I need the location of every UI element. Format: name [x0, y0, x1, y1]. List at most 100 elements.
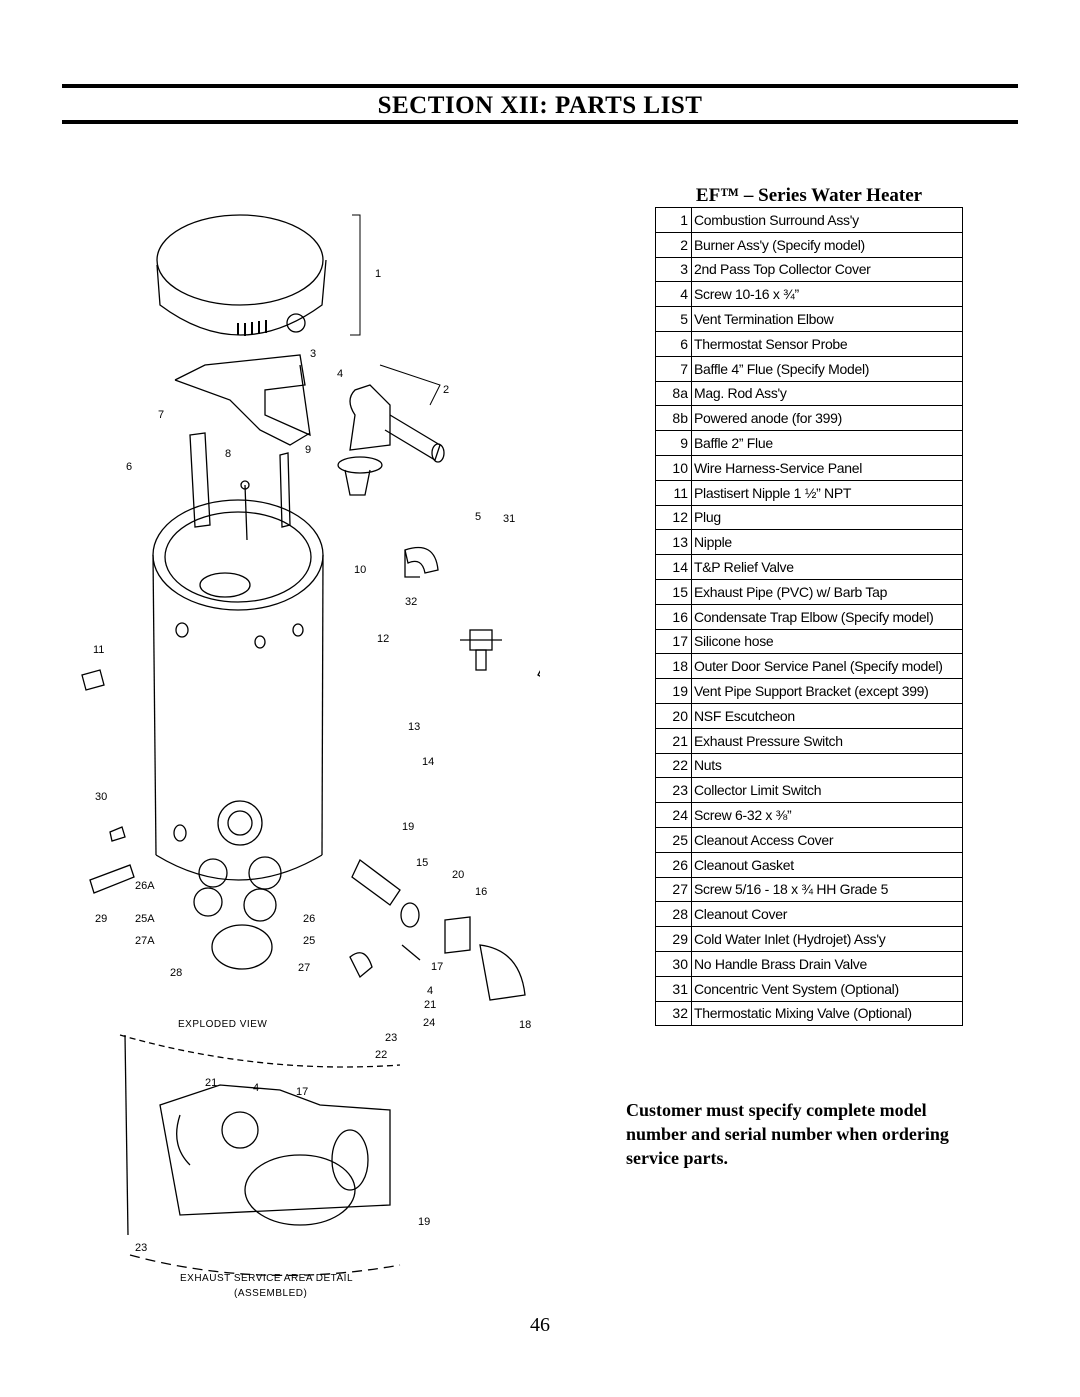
- left-fittings-drawing: [81, 669, 135, 894]
- callout-label: 22: [375, 1049, 387, 1061]
- part-number: 19: [655, 678, 692, 704]
- callout-label: 14: [422, 756, 434, 768]
- callout-label: 21: [424, 999, 436, 1011]
- part-description: Exhaust Pipe (PVC) w/ Barb Tap: [691, 578, 963, 605]
- part-number: 9: [655, 430, 692, 456]
- callout-label: 27: [298, 962, 310, 974]
- callout-label: 31: [503, 513, 515, 525]
- part-number: 7: [655, 355, 692, 382]
- part-number: 24: [655, 802, 692, 828]
- part-description: Silicone hose: [691, 628, 963, 655]
- part-description: Concentric Vent System (Optional): [691, 975, 963, 1002]
- callout-label: 20: [452, 869, 464, 881]
- page-number: 46: [530, 1314, 550, 1336]
- part-description: Screw 6-32 x ⅜”: [691, 802, 963, 828]
- part-description: Combustion Surround Ass'y: [691, 207, 963, 233]
- part-number: 4: [655, 281, 692, 308]
- callout-label: 25: [303, 935, 315, 947]
- callout-label: 26: [303, 913, 315, 925]
- callout-label: 29: [95, 913, 107, 925]
- callout-label: 4: [337, 368, 343, 380]
- part-number: 13: [655, 529, 692, 556]
- part-description: Nipple: [691, 529, 963, 556]
- callout-label: 18: [519, 1019, 531, 1031]
- top-rule: [62, 84, 1018, 88]
- callout-label: 17: [296, 1086, 308, 1098]
- concentric-vent-drawing: [537, 670, 540, 677]
- section-title: SECTION XII: PARTS LIST: [377, 92, 703, 119]
- callout-label: 1: [375, 268, 381, 280]
- callout-label: 32: [405, 596, 417, 608]
- bottom-rule: [62, 120, 1018, 124]
- part-number: 31: [655, 975, 692, 1002]
- part-number: 25: [655, 826, 692, 853]
- part-number: 30: [655, 950, 692, 977]
- callout-label: 5: [475, 511, 481, 523]
- part-description: Baffle 4” Flue (Specify Model): [691, 355, 963, 382]
- part-description: Powered anode (for 399): [691, 405, 963, 432]
- part-number: 12: [655, 504, 692, 531]
- part-description: Nuts: [691, 752, 963, 779]
- part-number: 32: [655, 1000, 692, 1027]
- tank-body-drawing: [152, 499, 324, 970]
- part-number: 18: [655, 653, 692, 680]
- part-description: Plug: [691, 504, 963, 531]
- part-number: 20: [655, 702, 692, 729]
- part-number: 5: [655, 306, 692, 332]
- detail-caption-line1: EXHAUST SERVICE AREA DETAIL: [180, 1273, 353, 1284]
- part-description: T&P Relief Valve: [691, 554, 963, 580]
- part-description: Screw 5/16 - 18 x ¾ HH Grade 5: [691, 876, 963, 903]
- ordering-notice: Customer must specify complete model num…: [626, 1100, 949, 1168]
- part-number: 26: [655, 851, 692, 878]
- callout-label: 6: [126, 461, 132, 473]
- part-description: Vent Termination Elbow: [691, 306, 963, 332]
- part-description: NSF Escutcheon: [691, 702, 963, 729]
- part-number: 8a: [655, 380, 692, 407]
- part-description: Wire Harness-Service Panel: [691, 454, 963, 481]
- callout-label: 4: [253, 1082, 259, 1094]
- callout-label: 3: [310, 348, 316, 360]
- part-number: 16: [655, 603, 692, 630]
- part-number: 10: [655, 454, 692, 481]
- part-description: Collector Limit Switch: [691, 777, 963, 804]
- combustion-surround-drawing: [156, 214, 361, 336]
- part-number: 23: [655, 777, 692, 804]
- part-number: 1: [655, 207, 692, 233]
- part-number: 6: [655, 330, 692, 357]
- callout-label: 10: [354, 564, 366, 576]
- part-description: Thermostat Sensor Probe: [691, 330, 963, 357]
- callout-label: 24: [423, 1017, 435, 1029]
- callout-label: 7: [158, 409, 164, 421]
- part-number: 21: [655, 727, 692, 754]
- callout-label: 17: [431, 961, 443, 973]
- callout-label: 13: [408, 721, 420, 733]
- callout-label: 23: [135, 1242, 147, 1254]
- part-description: 2nd Pass Top Collector Cover: [691, 256, 963, 283]
- part-description: No Handle Brass Drain Valve: [691, 950, 963, 977]
- callout-label: 15: [416, 857, 428, 869]
- part-number: 8b: [655, 405, 692, 432]
- collector-cover-drawing: [174, 354, 311, 446]
- elbow-and-valve-drawing: [404, 546, 502, 671]
- part-number: 15: [655, 578, 692, 605]
- part-description: Screw 10-16 x ¾”: [691, 281, 963, 308]
